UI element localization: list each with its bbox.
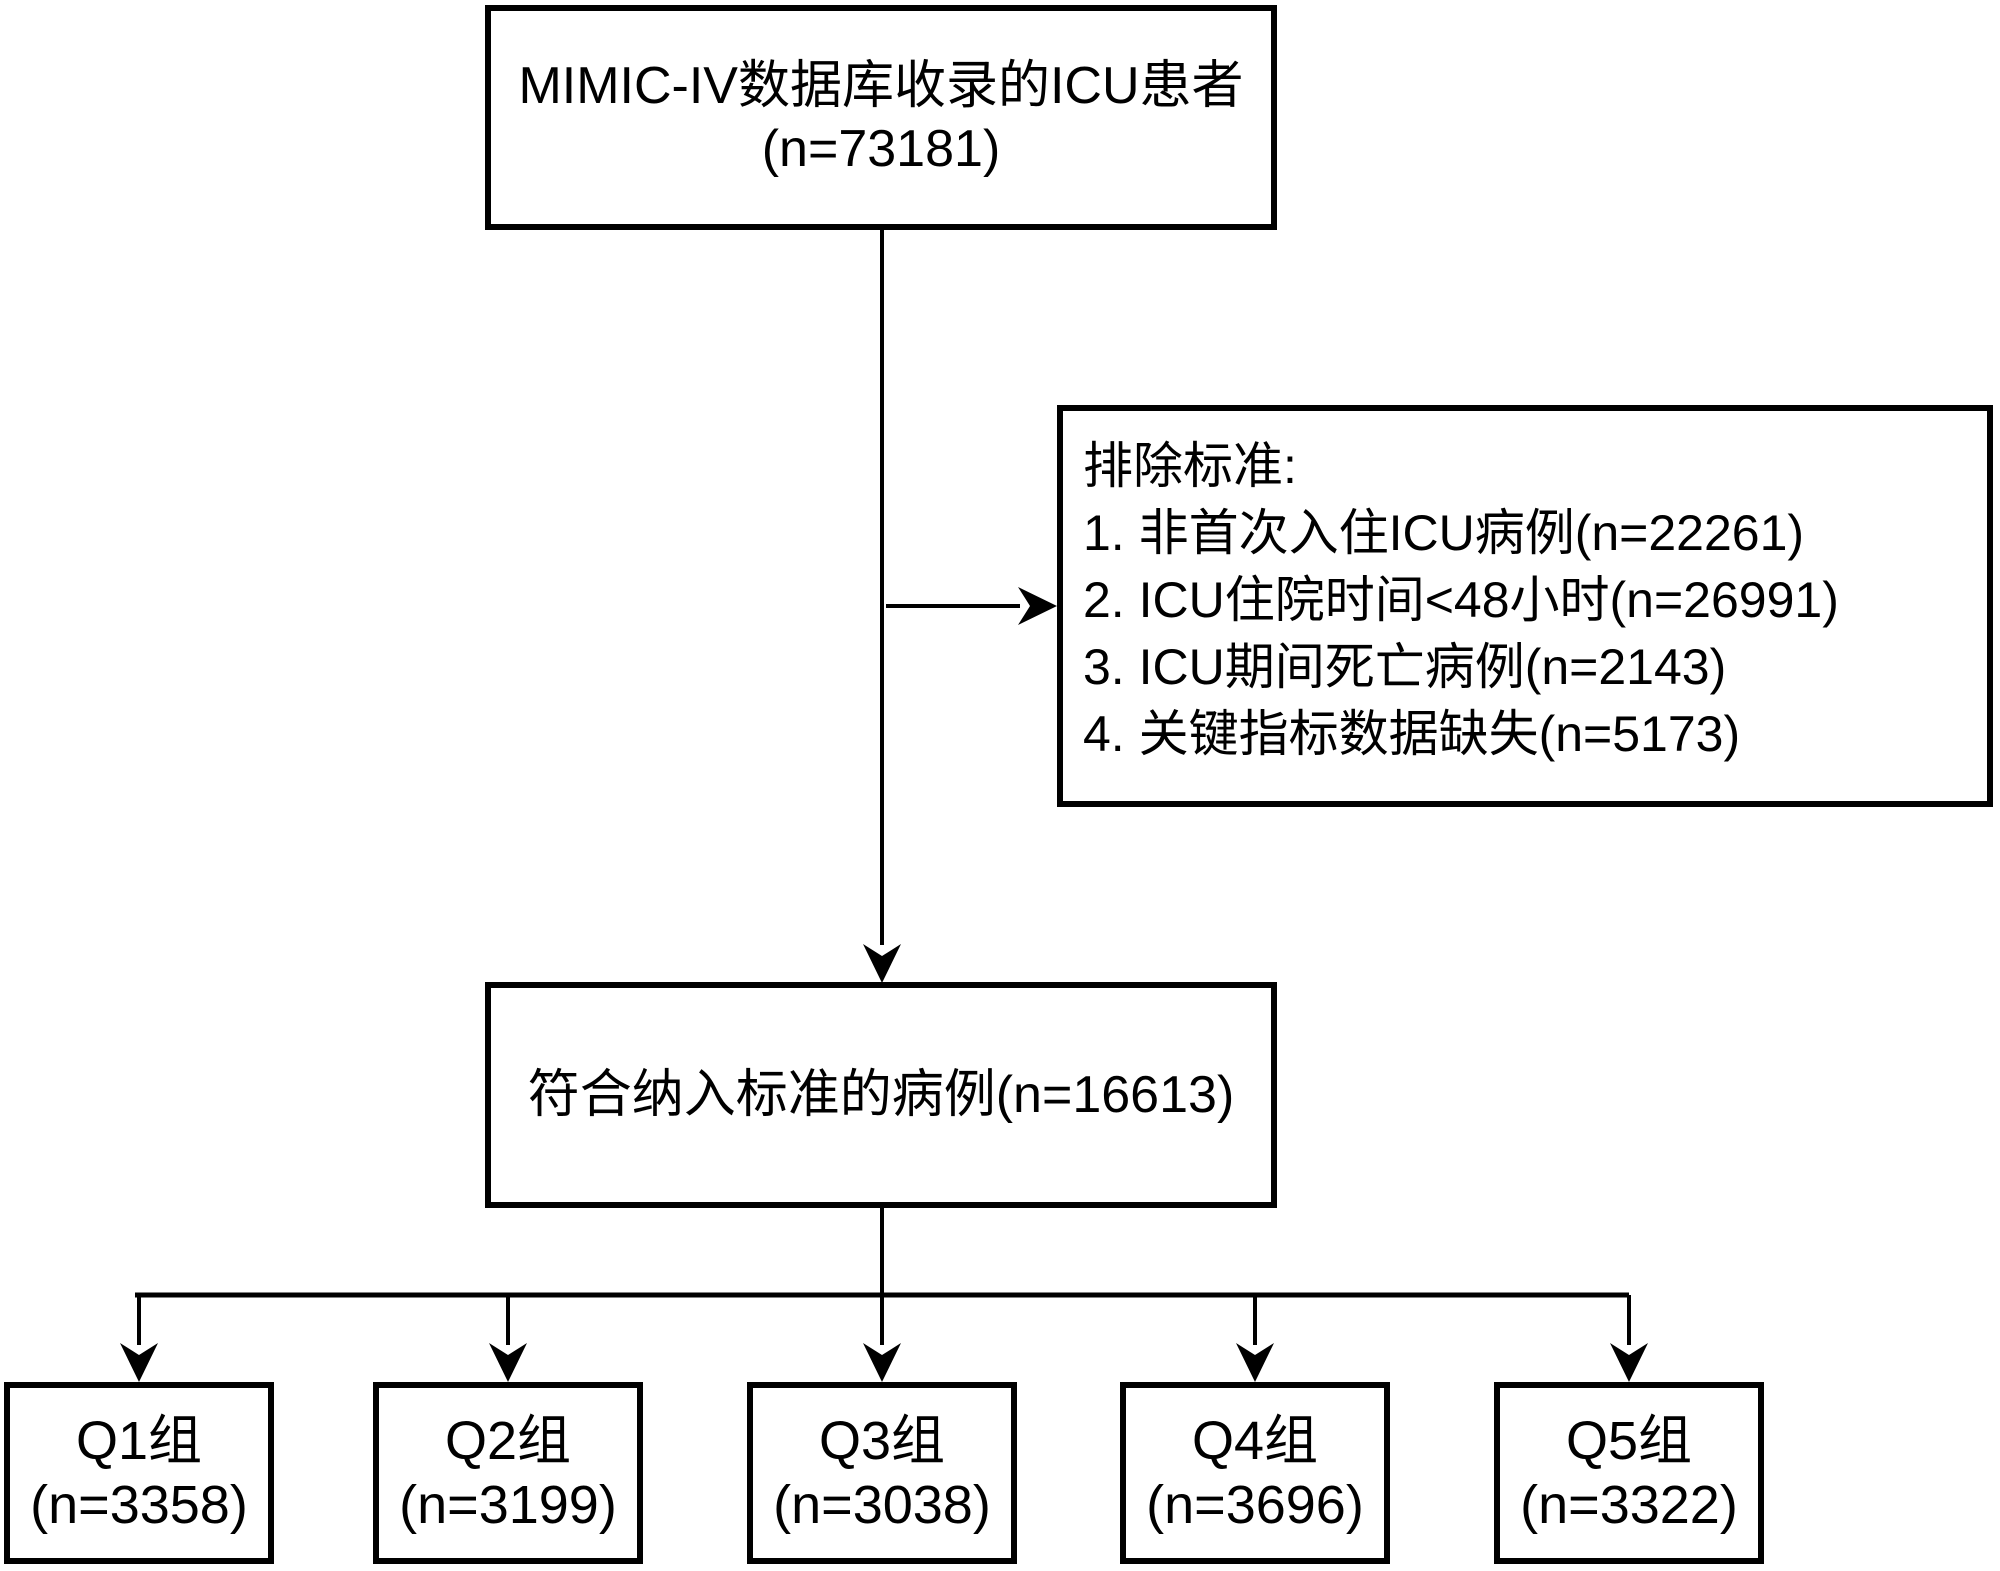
exclusion-criteria-box: 排除标准: 1. 非首次入住ICU病例(n=22261) 2. ICU住院时间<…	[1057, 405, 1993, 807]
group-box-q2: Q2组 (n=3199)	[373, 1382, 643, 1564]
arrow-head-to-group-q1	[120, 1343, 158, 1382]
group-count: (n=3199)	[399, 1475, 617, 1535]
exclusion-item: 4. 关键指标数据缺失(n=5173)	[1083, 705, 1741, 762]
group-box-q3: Q3组 (n=3038)	[747, 1382, 1017, 1564]
exclusion-item: 2. ICU住院时间<48小时(n=26991)	[1083, 571, 1839, 628]
exclusion-item: 3. ICU期间死亡病例(n=2143)	[1083, 638, 1727, 695]
source-population-box: MIMIC-IV数据库收录的ICU患者 (n=73181)	[485, 5, 1277, 230]
source-count: (n=73181)	[761, 119, 1001, 178]
group-label: Q4组	[1191, 1411, 1319, 1471]
group-box-q5: Q5组 (n=3322)	[1494, 1382, 1764, 1564]
group-box-q1: Q1组 (n=3358)	[4, 1382, 274, 1564]
arrow-head-to-group-q5	[1610, 1343, 1648, 1382]
group-label: Q5组	[1565, 1411, 1693, 1471]
group-arrows	[120, 1295, 1648, 1382]
arrow-head-to-exclusion	[1018, 587, 1057, 625]
group-count: (n=3696)	[1146, 1475, 1364, 1535]
group-label: Q3组	[818, 1411, 946, 1471]
arrow-head-to-group-q4	[1236, 1343, 1274, 1382]
group-count: (n=3358)	[30, 1475, 248, 1535]
arrow-head-to-group-q3	[863, 1343, 901, 1382]
group-count: (n=3038)	[773, 1475, 991, 1535]
exclusion-heading: 排除标准:	[1083, 437, 1297, 494]
included-text: 符合纳入标准的病例(n=16613)	[527, 1065, 1235, 1124]
arrow-head-to-group-q2	[489, 1343, 527, 1382]
exclusion-item: 1. 非首次入住ICU病例(n=22261)	[1083, 504, 1805, 561]
source-title: MIMIC-IV数据库收录的ICU患者	[518, 56, 1244, 115]
group-label: Q2组	[444, 1411, 572, 1471]
group-count: (n=3322)	[1520, 1475, 1738, 1535]
group-label: Q1组	[75, 1411, 203, 1471]
included-cases-box: 符合纳入标准的病例(n=16613)	[485, 982, 1277, 1208]
group-box-q4: Q4组 (n=3696)	[1120, 1382, 1390, 1564]
arrow-head-to-included	[863, 944, 901, 983]
